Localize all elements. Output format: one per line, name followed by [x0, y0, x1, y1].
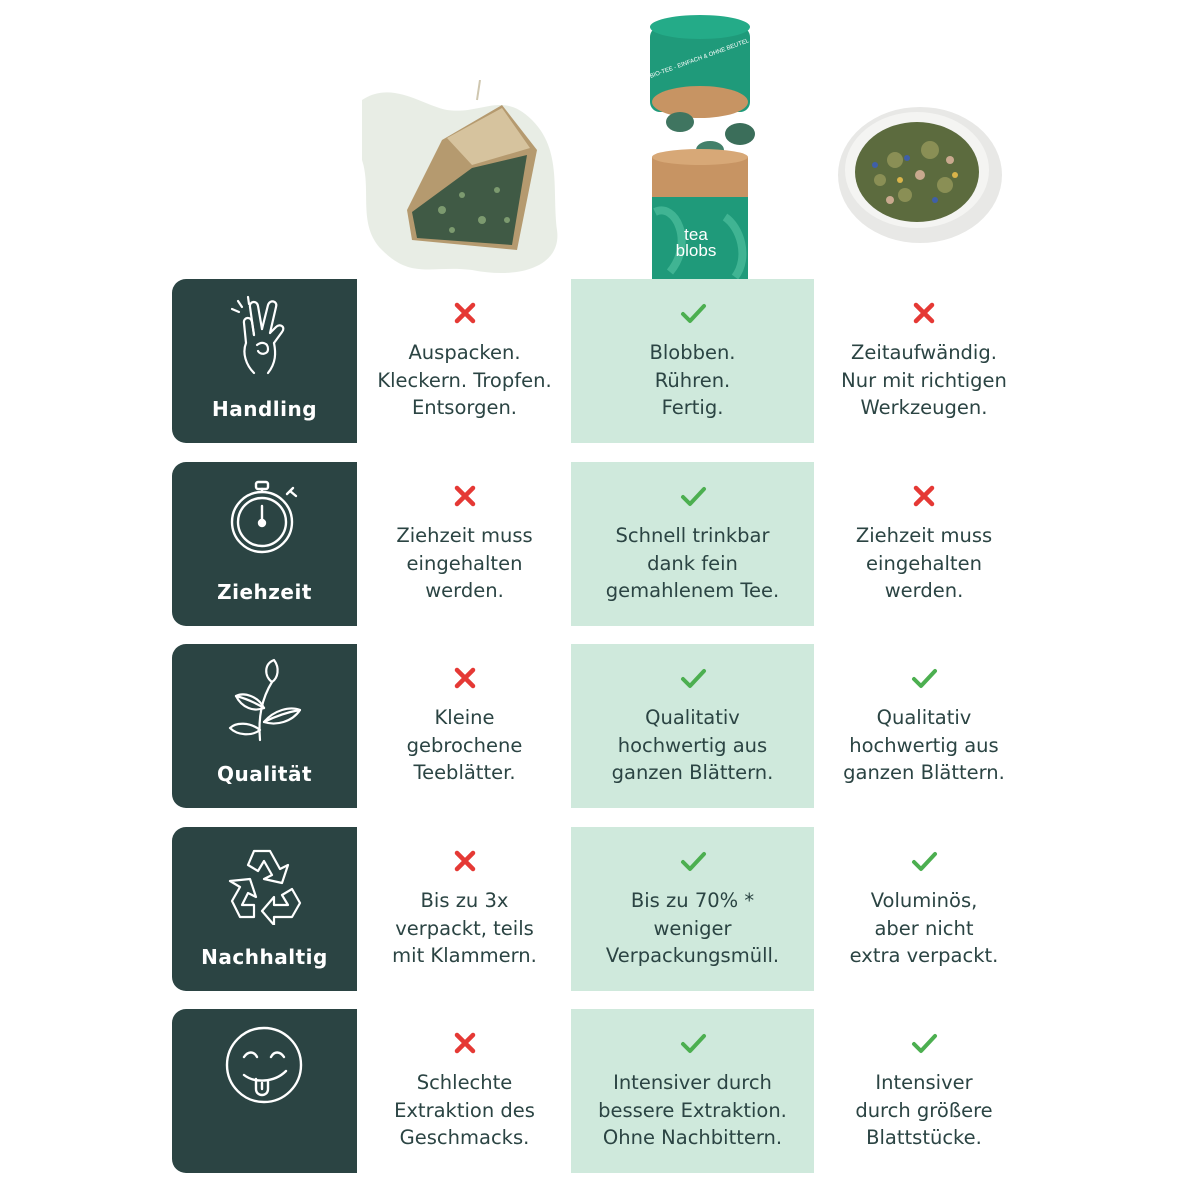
cross-icon — [451, 1029, 479, 1057]
teablobs-cell: Bis zu 70% * weniger Verpackungsmüll. — [571, 827, 814, 991]
row-label-cell — [172, 1009, 357, 1173]
cell-text: Bis zu 3x verpackt, teils mit Klammern. — [392, 889, 537, 967]
teablobs-tube-image: BIO-TEE - EINFACH & OHNE BEUTEL tea blob… — [649, 15, 755, 280]
smiley-tongue-icon — [224, 1023, 304, 1107]
cell-text: Blobben. Rühren. Fertig. — [649, 341, 736, 419]
brand-line1: tea — [684, 225, 708, 244]
cross-icon — [451, 299, 479, 327]
cell-text: Auspacken. Kleckern. Tropfen. Entsorgen. — [377, 341, 552, 419]
row-label-cell: Ziehzeit — [172, 462, 357, 626]
loose-tea-cell: Qualitativ hochwertig aus ganzen Blätter… — [824, 644, 1024, 808]
comparison-row: Nachhaltig Bis zu 3x verpackt, teils mit … — [172, 827, 1052, 991]
check-icon — [679, 299, 707, 327]
teabag-cell: Ziehzeit muss eingehalten werden. — [362, 462, 567, 626]
teabag-cell: Schlechte Extraktion des Geschmacks. — [362, 1009, 567, 1173]
comparison-row: Qualität Kleine gebrochene Teeblätter. Qua… — [172, 644, 1052, 808]
teablobs-cell: Blobben. Rühren. Fertig. — [571, 279, 814, 443]
loose-tea-cell: Intensiver durch größere Blattstücke. — [824, 1009, 1024, 1173]
row-label-cell: Qualität — [172, 644, 357, 808]
row-label: Ziehzeit — [217, 580, 312, 604]
check-icon — [679, 847, 707, 875]
teablobs-cell: Schnell trinkbar dank fein gemahlenem Te… — [571, 462, 814, 626]
cell-text: Voluminös, aber nicht extra verpackt. — [849, 889, 999, 967]
cell-text: Zeitaufwändig. Nur mit richtigen Werkzeu… — [841, 341, 1007, 419]
cross-icon — [451, 847, 479, 875]
check-icon — [910, 664, 938, 692]
cell-text: Qualitativ hochwertig aus ganzen Blätter… — [843, 706, 1005, 784]
tea-plant-icon — [224, 658, 304, 742]
tea-bag-image — [362, 80, 558, 274]
stopwatch-icon — [224, 476, 304, 560]
cell-text: Bis zu 70% * weniger Verpackungsmüll. — [605, 889, 780, 967]
cross-icon — [451, 482, 479, 510]
teabag-cell: Kleine gebrochene Teeblätter. — [362, 644, 567, 808]
comparison-row: Schlechte Extraktion des Geschmacks. Inte… — [172, 1009, 1052, 1173]
cell-text: Kleine gebrochene Teeblätter. — [406, 706, 523, 784]
loose-tea-cell: Ziehzeit muss eingehalten werden. — [824, 462, 1024, 626]
row-label: Nachhaltig — [201, 945, 328, 969]
cell-text: Intensiver durch bessere Extraktion. Ohn… — [598, 1071, 787, 1149]
teabag-cell: Bis zu 3x verpackt, teils mit Klammern. — [362, 827, 567, 991]
cell-text: Schlechte Extraktion des Geschmacks. — [394, 1071, 535, 1149]
cell-text: Ziehzeit muss eingehalten werden. — [855, 524, 993, 602]
teablobs-cell: Intensiver durch bessere Extraktion. Ohn… — [571, 1009, 814, 1173]
comparison-row: Handling Auspacken. Kleckern. Tropfen. En… — [172, 279, 1052, 443]
cell-text: Qualitativ hochwertig aus ganzen Blätter… — [611, 706, 774, 784]
loose-tea-cell: Zeitaufwändig. Nur mit richtigen Werkzeu… — [824, 279, 1024, 443]
cell-text: Intensiver durch größere Blattstücke. — [855, 1071, 993, 1149]
check-icon — [679, 1029, 707, 1057]
cell-text: Ziehzeit muss eingehalten werden. — [396, 524, 533, 602]
check-icon — [679, 482, 707, 510]
row-label-cell: Nachhaltig — [172, 827, 357, 991]
check-icon — [910, 1029, 938, 1057]
teabag-cell: Auspacken. Kleckern. Tropfen. Entsorgen. — [362, 279, 567, 443]
row-label: Qualität — [216, 762, 313, 786]
fingers-crossed-icon — [224, 293, 304, 377]
check-icon — [679, 664, 707, 692]
cross-icon — [910, 299, 938, 327]
teablobs-cell: Qualitativ hochwertig aus ganzen Blätter… — [571, 644, 814, 808]
check-icon — [910, 847, 938, 875]
comparison-row: Ziehzeit Ziehzeit muss eingehalten werden… — [172, 462, 1052, 626]
recycle-icon — [224, 841, 304, 927]
cell-text: Schnell trinkbar dank fein gemahlenem Te… — [605, 524, 780, 602]
loose-tea-bowl-image — [838, 107, 1002, 243]
brand-line2: blobs — [676, 241, 717, 260]
cross-icon — [451, 664, 479, 692]
row-label-cell: Handling — [172, 279, 357, 443]
row-label: Handling — [211, 397, 318, 421]
loose-tea-cell: Voluminös, aber nicht extra verpackt. — [824, 827, 1024, 991]
cross-icon — [910, 482, 938, 510]
